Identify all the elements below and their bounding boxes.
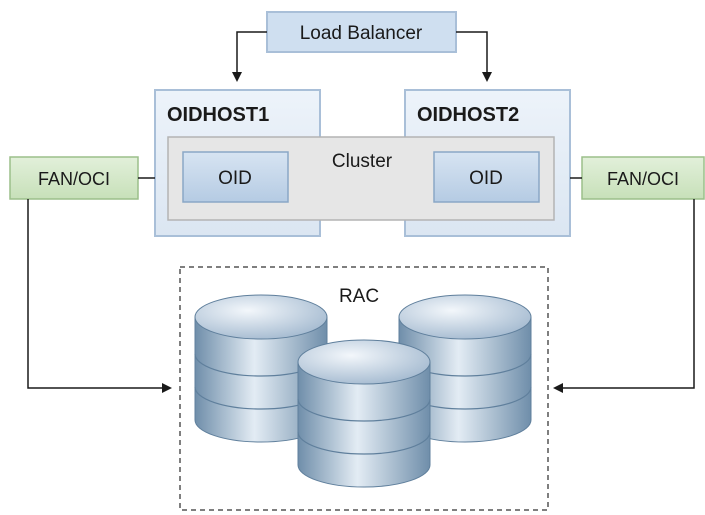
oid-2-label: OID: [469, 168, 503, 189]
fan-oci-right: FAN/OCI: [581, 156, 705, 200]
database-icon-center: [297, 339, 431, 488]
fan-oci-left: FAN/OCI: [9, 156, 139, 200]
fan-oci-right-label: FAN/OCI: [607, 169, 679, 189]
lb-to-host2-arrow: [456, 31, 492, 82]
database-icon-left: [194, 294, 328, 443]
fan-oci-left-label: FAN/OCI: [38, 169, 110, 189]
oid-2: OID: [433, 151, 540, 203]
load-balancer: Load Balancer: [266, 11, 457, 53]
fan-right-to-rac-arrow: [553, 199, 695, 393]
load-balancer-label: Load Balancer: [300, 23, 423, 44]
oid-1-label: OID: [218, 168, 252, 189]
lb-to-host1-arrow: [232, 31, 267, 82]
rac-group: RAC: [179, 266, 549, 511]
rac-label: RAC: [339, 286, 379, 307]
cluster-label: Cluster: [332, 151, 393, 172]
host-1-title: OIDHOST1: [167, 104, 269, 126]
oid-1: OID: [182, 151, 289, 203]
database-icon-right: [398, 294, 532, 443]
fan-left-to-rac-arrow: [27, 199, 172, 393]
host-2-title: OIDHOST2: [417, 104, 519, 126]
